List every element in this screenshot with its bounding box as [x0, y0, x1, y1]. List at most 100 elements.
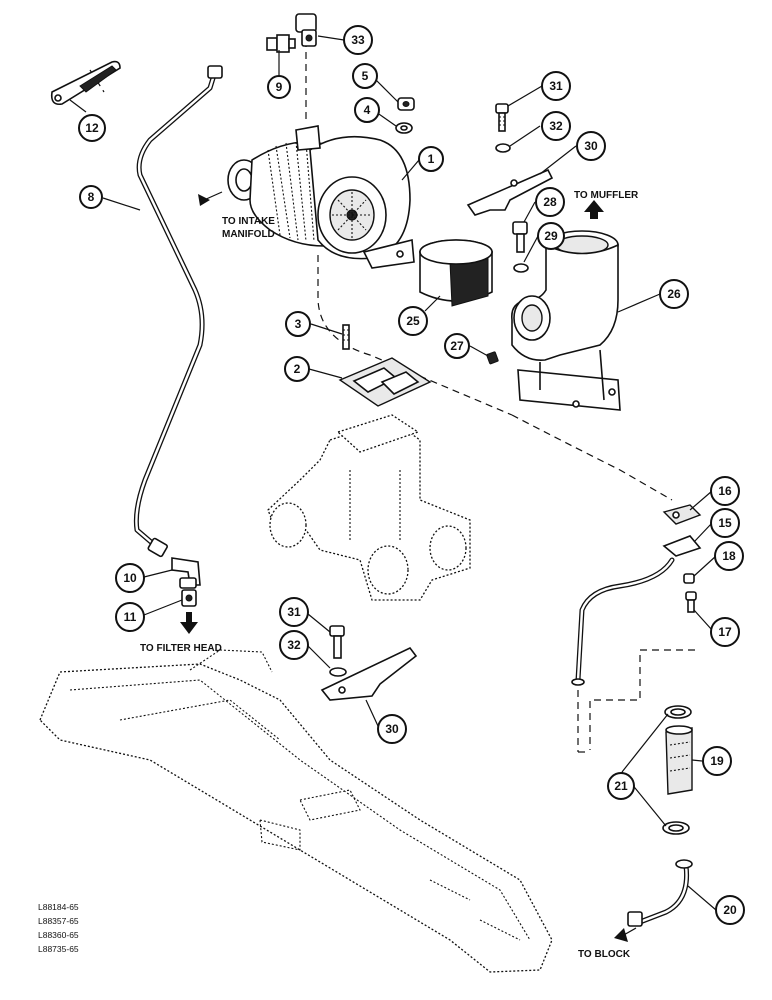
callout-32-lower: 32 — [279, 630, 309, 660]
callout-20: 20 — [715, 895, 745, 925]
callout-10: 10 — [115, 563, 145, 593]
reference-numbers: L88184-65 L88357-65 L88360-65 L88735-65 — [38, 902, 79, 954]
svg-text:2: 2 — [294, 362, 301, 376]
callout-27: 27 — [444, 333, 470, 359]
washer-32-lower — [329, 667, 347, 677]
svg-text:27: 27 — [450, 339, 464, 353]
svg-text:4: 4 — [364, 103, 371, 117]
callout-8: 8 — [79, 185, 103, 209]
compressor-fins — [267, 141, 315, 242]
callout-5: 5 — [352, 63, 378, 89]
reference-number: L88184-65 — [38, 902, 79, 912]
exhaust-elbow-26 — [511, 230, 621, 411]
callout-11: 11 — [115, 602, 145, 632]
elbow-fitting-33 — [295, 13, 317, 47]
callout-17: 17 — [710, 617, 740, 647]
svg-text:3: 3 — [295, 317, 302, 331]
svg-text:12: 12 — [85, 121, 99, 135]
return-pipe-15 — [571, 535, 702, 686]
bolt-28 — [512, 221, 528, 253]
exhaust-manifold — [267, 414, 471, 601]
oil-line-8 — [133, 65, 223, 558]
svg-text:31: 31 — [287, 605, 301, 619]
callout-33: 33 — [343, 25, 373, 55]
callout-16: 16 — [710, 476, 740, 506]
svg-text:18: 18 — [722, 549, 736, 563]
callout-15: 15 — [710, 508, 740, 538]
label-to-intake-line1: TO INTAKE — [222, 216, 275, 227]
valve-cover — [39, 649, 553, 973]
svg-text:8: 8 — [88, 190, 95, 204]
svg-text:9: 9 — [276, 80, 283, 94]
svg-text:29: 29 — [544, 229, 558, 243]
svg-text:30: 30 — [385, 722, 399, 736]
svg-text:32: 32 — [549, 119, 563, 133]
connector-9 — [266, 34, 296, 53]
bracket-30-top — [466, 168, 554, 216]
clamp-21-bottom — [662, 821, 690, 835]
reference-number: L88360-65 — [38, 930, 79, 940]
svg-text:11: 11 — [124, 610, 137, 624]
callout-2: 2 — [284, 356, 310, 382]
callout-1: 1 — [418, 146, 444, 172]
reference-number: L88735-65 — [38, 944, 79, 954]
svg-text:21: 21 — [614, 779, 628, 793]
reference-number: L88357-65 — [38, 916, 79, 926]
turbocharger-1 — [227, 125, 415, 269]
callout-leaders — [69, 35, 717, 911]
svg-text:19: 19 — [710, 754, 724, 768]
fittings-10-11 — [171, 557, 201, 607]
callout-9: 9 — [267, 75, 291, 99]
clamp-21-top — [664, 705, 692, 719]
svg-text:25: 25 — [406, 314, 420, 328]
elbow-tube-20 — [627, 859, 693, 927]
callout-3: 3 — [285, 311, 311, 337]
svg-text:30: 30 — [584, 139, 598, 153]
hose-19 — [665, 725, 693, 795]
callout-25: 25 — [398, 306, 428, 336]
bracket-30-lower — [320, 646, 418, 701]
nut-5 — [397, 97, 415, 111]
label-to-block: TO BLOCK — [578, 949, 631, 960]
callout-30-top: 30 — [576, 131, 606, 161]
arrow-to-muffler — [584, 200, 604, 219]
callout-21: 21 — [607, 772, 635, 800]
callout-28: 28 — [535, 187, 565, 217]
label-to-filter-head: TO FILTER HEAD — [140, 643, 222, 654]
arrow-to-filter-head — [180, 612, 198, 634]
svg-text:5: 5 — [362, 69, 369, 83]
callout-26: 26 — [659, 279, 689, 309]
svg-text:1: 1 — [428, 152, 435, 166]
callout-31-lower: 31 — [279, 597, 309, 627]
svg-text:20: 20 — [723, 903, 737, 917]
sleeve-25 — [419, 239, 493, 307]
svg-text:32: 32 — [287, 638, 301, 652]
bolt-31-lower — [329, 625, 345, 659]
svg-text:17: 17 — [718, 625, 732, 639]
bolt-31-top — [495, 103, 509, 132]
svg-text:15: 15 — [718, 516, 732, 530]
callout-19: 19 — [702, 746, 732, 776]
callout-31-top: 31 — [541, 71, 571, 101]
callout-30-lower: 30 — [377, 714, 407, 744]
stud-3 — [342, 324, 350, 350]
svg-text:16: 16 — [718, 484, 732, 498]
callout-12: 12 — [78, 114, 106, 142]
plug-27 — [486, 351, 499, 365]
gasket-2 — [338, 357, 432, 407]
arrow-to-intake — [198, 191, 223, 206]
label-to-muffler: TO MUFFLER — [574, 190, 639, 201]
callout-18: 18 — [714, 541, 744, 571]
svg-text:33: 33 — [351, 33, 365, 47]
washer-4 — [395, 122, 413, 134]
arrow-to-block — [614, 927, 637, 942]
bolt-17 — [685, 591, 697, 613]
nut-18 — [683, 573, 695, 584]
callout-32-top: 32 — [541, 111, 571, 141]
washer-29 — [513, 263, 529, 273]
svg-text:10: 10 — [123, 571, 137, 585]
gasket-16 — [662, 504, 702, 525]
svg-text:28: 28 — [543, 195, 557, 209]
svg-text:26: 26 — [667, 287, 681, 301]
